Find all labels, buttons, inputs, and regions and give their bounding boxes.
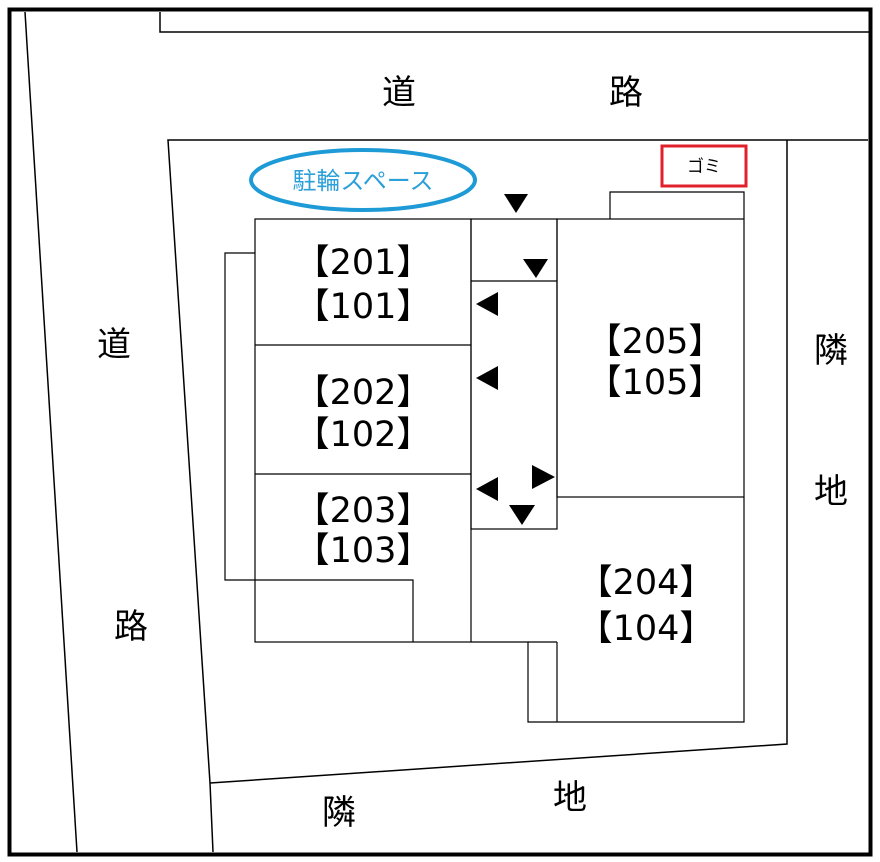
site-boundary-right-bottom (209, 140, 788, 784)
boundary-lines (24, 11, 870, 853)
bicycle-space-outline (249, 148, 477, 212)
arrow-down-icon (504, 194, 528, 213)
garbage-area (609, 191, 745, 219)
site-boundary-left-top (167, 139, 868, 853)
arrow-down-icon (523, 259, 548, 278)
left-road-label-2: 路 (114, 607, 148, 647)
unit-label-202: 【202】 (295, 373, 432, 413)
arrow-right-icon (532, 465, 555, 489)
unit-label-105: 【105】 (587, 363, 724, 403)
left-road-label-1: 道 (97, 325, 131, 365)
right-neighbor-label-1: 隣 (814, 331, 848, 371)
unit-label-205: 【205】 (587, 322, 724, 362)
building-outline (224, 191, 745, 723)
unit-label-201: 【201】 (295, 243, 432, 283)
bottom-neighbor-label-2: 地 (553, 778, 587, 818)
unit-204-104-block (471, 497, 745, 723)
arrow-down-icon (509, 505, 535, 525)
garbage-box (660, 144, 748, 188)
arrow-left-icon (476, 366, 498, 390)
bicycle-space-label: 駐輪スペース (292, 167, 433, 195)
garbage-label: ゴミ (687, 156, 721, 177)
entrance-arrows (476, 194, 555, 525)
left-road-edge-outer (24, 11, 78, 853)
top-road-label-1: 道 (382, 73, 416, 113)
bottom-neighbor-label-1: 隣 (322, 793, 356, 833)
unit-label-204: 【204】 (578, 563, 715, 603)
unit-label-203: 【203】 (295, 491, 432, 531)
unit-label-102: 【102】 (295, 415, 432, 455)
right-neighbor-label-2: 地 (814, 472, 848, 512)
outer-frame (7, 7, 873, 857)
arrow-left-icon (476, 477, 498, 501)
arrow-left-icon (476, 292, 498, 316)
top-road-edge (159, 12, 870, 33)
unit-label-103: 【103】 (295, 531, 432, 571)
unit-label-104: 【104】 (578, 609, 715, 649)
west-balcony (224, 252, 255, 581)
unit-label-101: 【101】 (295, 287, 432, 327)
top-road-label-2: 路 (609, 73, 643, 113)
unit-205-105-block (556, 218, 745, 498)
